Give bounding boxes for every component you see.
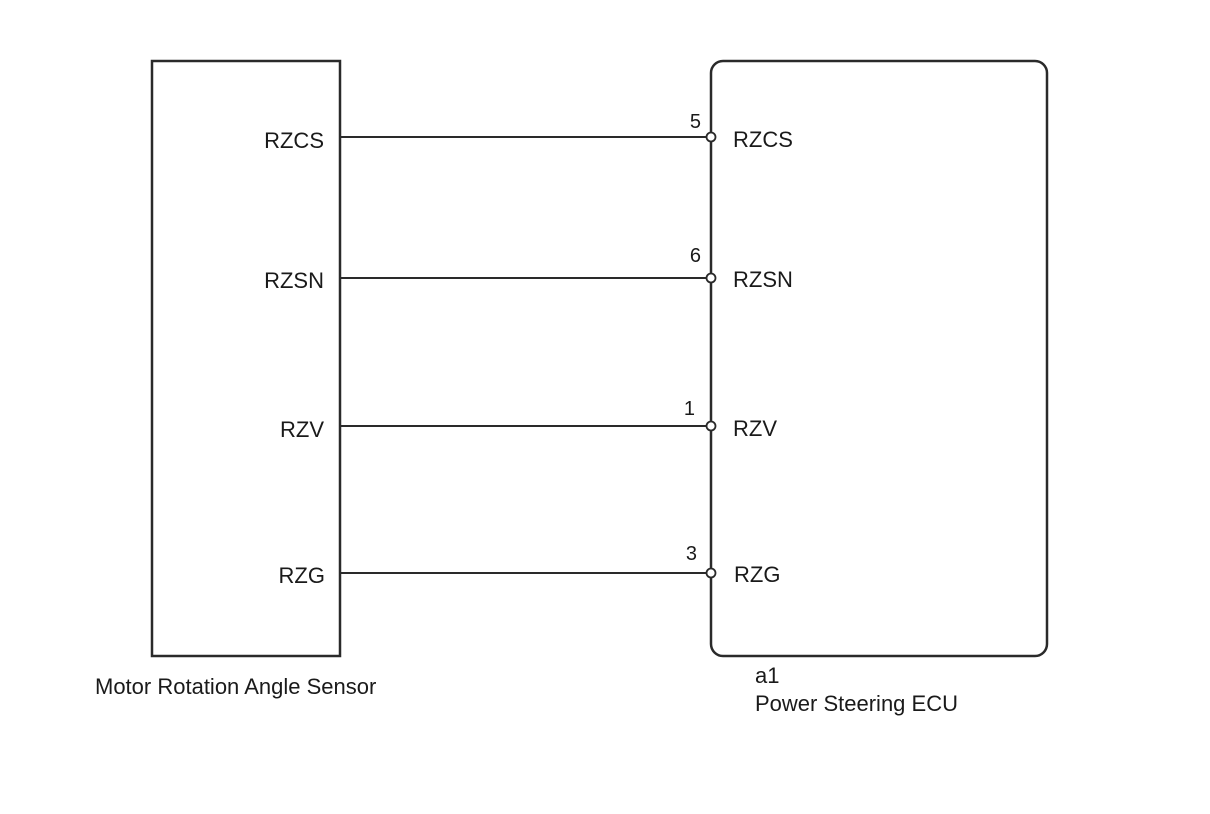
pin-terminal-circle <box>705 420 717 432</box>
sensor-terminal-label: RZV <box>280 417 324 442</box>
connection-rzcs: RZCS 5 RZCS <box>264 111 793 153</box>
connection-rzsn: RZSN 6 RZSN <box>264 245 793 293</box>
sensor-terminal-label: RZSN <box>264 268 324 293</box>
ecu-connector-label: a1 <box>755 663 779 688</box>
ecu-terminal-label: RZCS <box>733 127 793 152</box>
pin-terminal-circle <box>705 272 717 284</box>
pin-number: 3 <box>686 543 697 565</box>
pin-number: 1 <box>684 398 695 420</box>
pin-terminal-circle <box>705 131 717 143</box>
connection-rzg: RZG 3 RZG <box>279 543 781 588</box>
ecu-terminal-label: RZSN <box>733 267 793 292</box>
sensor-name-label: Motor Rotation Angle Sensor <box>95 674 376 699</box>
sensor-terminal-label: RZCS <box>264 128 324 153</box>
pin-number: 5 <box>690 111 701 133</box>
sensor-box <box>150 59 342 658</box>
pin-number: 6 <box>690 245 701 267</box>
ecu-box <box>709 59 1049 658</box>
ecu-terminal-label: RZG <box>734 562 780 587</box>
pin-terminal-circle <box>705 567 717 579</box>
ecu-name-label: Power Steering ECU <box>755 691 958 716</box>
sensor-terminal-label: RZG <box>279 563 325 588</box>
connection-rzv: RZV 1 RZV <box>280 398 777 442</box>
ecu-terminal-label: RZV <box>733 416 777 441</box>
